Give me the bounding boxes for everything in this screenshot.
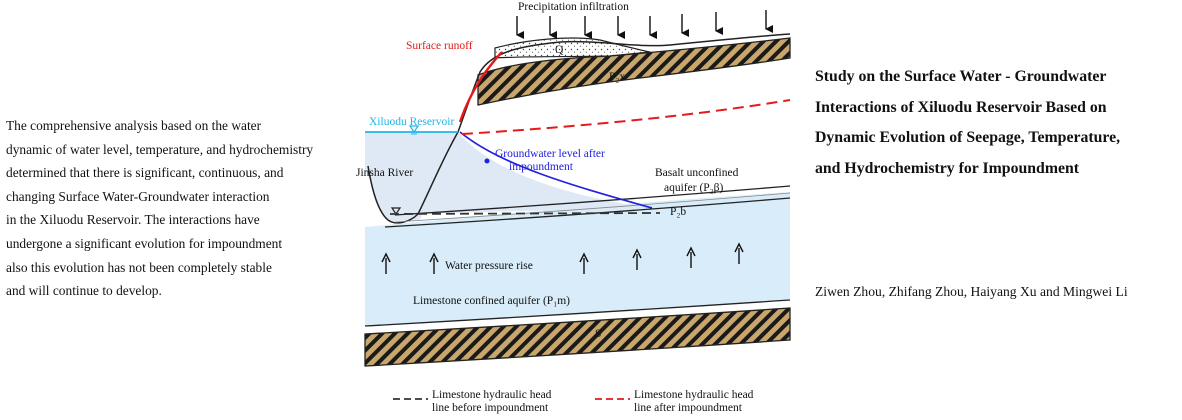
reservoir-water-lower <box>400 132 650 214</box>
river-level-marker <box>390 207 402 216</box>
precipitation-arrows <box>516 10 773 39</box>
p2b-layer-top <box>394 185 791 216</box>
title-line: Dynamic Evolution of Seepage, Temperatur… <box>815 129 1121 146</box>
legend-before-line-2: line before impoundment <box>432 402 549 414</box>
title-line: Study on the Surface Water - Groundwater <box>815 68 1107 85</box>
surface-runoff-line <box>458 51 503 123</box>
pressure-label: Water pressure rise <box>445 260 533 272</box>
legend-after-line-2: line after impoundment <box>634 402 743 414</box>
legend-before-line-1: Limestone hydraulic head <box>432 389 552 401</box>
head-before-line <box>389 212 661 215</box>
legend-after-line-1: Limestone hydraulic head <box>634 389 754 401</box>
q-label: Q <box>555 44 564 56</box>
abstract-line: undergone a significant evolution for im… <box>6 235 283 251</box>
jinsha-river-label: Jinsha River <box>356 167 413 179</box>
reservoir-label: Xiluodu Reservoir <box>369 116 454 128</box>
precipitation-label: Precipitation infiltration <box>518 1 629 13</box>
s-layer <box>364 307 791 367</box>
abstract-line: The comprehensive analysis based on the … <box>6 118 262 133</box>
groundwater-marker <box>484 158 490 164</box>
abstract-line: and will continue to develop. <box>6 283 162 299</box>
abstract-line: changing Surface Water-Groundwater inter… <box>6 188 270 204</box>
reservoir-level-marker <box>408 125 420 134</box>
title-line: and Hydrochemistry for Impoundment <box>815 159 1080 177</box>
pressure-arrows <box>381 242 744 274</box>
groundwater-label-2: impoundment <box>509 161 574 173</box>
groundwater-label-1: Groundwater level after <box>495 148 605 160</box>
basalt-label-2: aquifer (P₂β) <box>664 182 724 194</box>
p2x-label: P₂x <box>609 71 625 83</box>
abstract-text: The comprehensive analysis based on the … <box>6 114 356 303</box>
limestone-bottom <box>364 299 791 327</box>
basalt-label-1: Basalt unconfined <box>655 167 739 179</box>
title-line: Interactions of Xiluodu Reservoir Based … <box>815 98 1107 116</box>
p2b-label: P₂b <box>670 206 686 218</box>
abstract-line: determined that there is significant, co… <box>6 165 284 181</box>
ground-surface <box>457 33 791 133</box>
groundwater-level-line <box>459 131 653 209</box>
author-list: Ziwen Zhou, Zhifang Zhou, Haiyang Xu and… <box>815 284 1128 299</box>
paper-title: Study on the Surface Water - Groundwater… <box>815 62 1177 184</box>
abstract-line: in the Xiluodu Reservoir. The interactio… <box>6 212 260 228</box>
p2b-layer-mid <box>394 192 791 223</box>
limestone-label: Limestone confined aquifer (P₁m) <box>413 295 570 307</box>
head-after-line <box>461 99 791 135</box>
abstract-line: also this evolution has not been complet… <box>6 259 272 275</box>
surface-runoff-label: Surface runoff <box>406 40 473 52</box>
p2x-layer <box>477 37 791 106</box>
reservoir-water <box>365 132 458 221</box>
limestone-aquifer <box>365 192 790 326</box>
s-label: S <box>595 328 601 340</box>
abstract-line: dynamic of water level, temperature, and… <box>6 141 314 157</box>
